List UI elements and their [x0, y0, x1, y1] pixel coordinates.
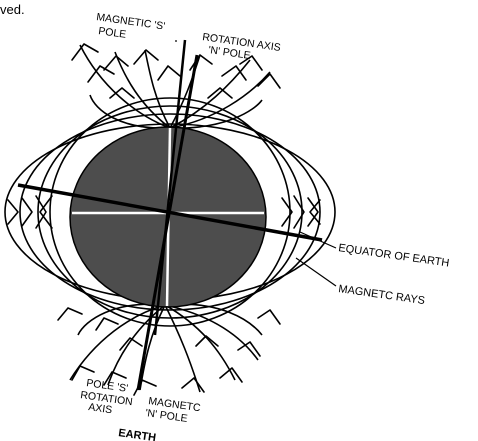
cut-off-text-fragment: ved.	[0, 2, 25, 17]
equator-label: EQUATOR OF EARTH	[338, 242, 450, 269]
magnetic-s-pole-label-line2: POLE	[98, 25, 127, 41]
magnetic-rays-label: MAGNETC RAYS	[338, 283, 426, 307]
pole-s-rotation-axis-label-line3: AXIS	[88, 401, 113, 416]
earth-caption: EARTH	[118, 427, 157, 441]
